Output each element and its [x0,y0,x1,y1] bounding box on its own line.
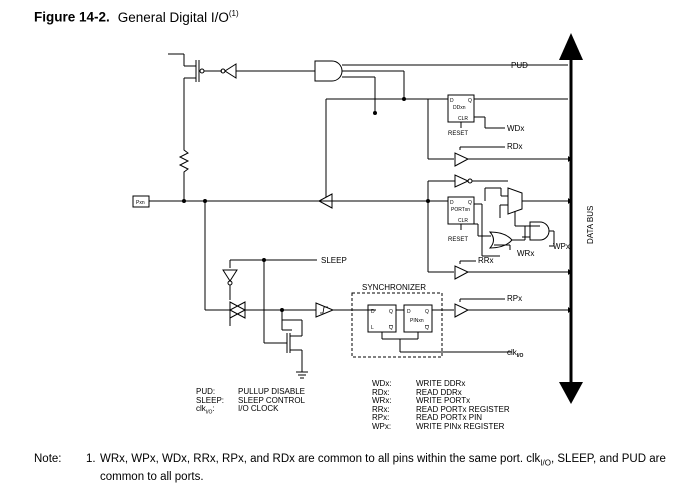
pinxn-d-pin: D [407,309,411,315]
ddxn-reset-label: RESET [448,131,468,137]
figure-number: Figure 14-2. [34,9,110,25]
legend-row: WDx:WRITE DDRx [372,379,466,388]
legend-row: WPx:WRITE PINx REGISTER [372,421,505,431]
portxn-flipflop [425,196,500,257]
synchronizer [351,292,512,358]
rdx-buffer [454,146,568,167]
output-buffer [317,98,448,209]
pinxn-q-pin: Q [425,309,429,315]
portxn-clr-pin: CLR [458,218,468,224]
or-gate [474,223,526,250]
ddxn-flipflop [427,94,505,160]
pinxn-qbar-pin: Q [425,325,429,331]
rpx-buffer [454,298,568,318]
legend-row: SLEEP:SLEEP CONTROL [196,395,305,405]
data-bus-label: DATA BUS [586,206,595,244]
pud-label: PUD [511,61,528,70]
sleep-label: SLEEP [321,256,347,265]
legend-row: clkI/O:I/O CLOCK [196,404,279,416]
ddxn-d-pin: D [450,98,454,104]
note-number: 1. [86,453,96,465]
synchronizer-label: SYNCHRONIZER [362,283,426,292]
io-schematic: PUD WDx RDx WRx WPx RRx RPx SLEEP SYNCHR… [132,33,595,404]
portxn-label: PORTxn [451,207,470,213]
legend-row: RPx:READ PORTx PIN [372,413,483,423]
legend-row: RDx:READ DDRx [372,387,462,397]
note-label: Note: [34,453,62,465]
rrx-buffer [454,260,568,280]
figure-name: General Digital I/O [117,9,229,25]
legend-left: PUD:PULLUP DISABLE SLEEP:SLEEP CONTROL c… [196,387,305,417]
figure-footnote-ref: (1) [228,9,239,18]
wpx-label: WPx [553,242,570,251]
bus-taps [474,64,568,100]
latch-d-pin: D [371,309,375,315]
portxn-reset-label: RESET [448,237,468,243]
latch-l-pin: L [371,325,374,331]
ddxn-q-pin: Q [468,98,472,104]
schmitt-buffer [315,302,376,318]
rdx-label: RDx [507,142,523,151]
data-bus [559,33,583,404]
note-text: WRx, WPx, WDx, RRx, RPx, and RDx are com… [100,453,666,484]
legend-row: RRx:READ PORTx REGISTER [372,404,510,414]
rpx-label: RPx [507,294,522,303]
portxn-d-pin: D [450,200,454,206]
ddxn-label: DDxn [453,105,466,111]
portxn-q-pin: Q [468,200,472,206]
latch-q-pin: Q [389,309,393,315]
sleep-circuit [204,201,317,379]
wdx-label: WDx [507,124,524,133]
portx-mux [484,187,568,227]
pxn-label: Pxn [136,200,145,206]
pullup-transistor [168,53,222,145]
pxn-pad [132,195,425,208]
pinxn-label: PINxn [410,318,424,324]
legend-row: WRx:WRITE PORTx [372,396,471,406]
feedback-buffer [426,174,508,273]
legend-right: WDx:WRITE DDRx RDx:READ DDRx WRx:WRITE P… [372,379,510,432]
wrx-label: WRx [517,249,534,258]
pullup-inverter [220,63,315,79]
figure-title: Figure 14-2. General Digital I/O(1) [34,9,239,25]
wpx-and-gate [522,221,555,247]
pullup-and-gate [314,60,512,115]
rrx-label: RRx [478,256,494,265]
pullup-resistor [178,145,190,201]
latch-qbar-pin: Q [389,325,393,331]
legend-row: PUD:PULLUP DISABLE [196,387,305,396]
ddxn-clr-pin: CLR [458,116,468,122]
clk-io-label: clkI/O [507,348,524,359]
bus-arrows [568,156,572,313]
